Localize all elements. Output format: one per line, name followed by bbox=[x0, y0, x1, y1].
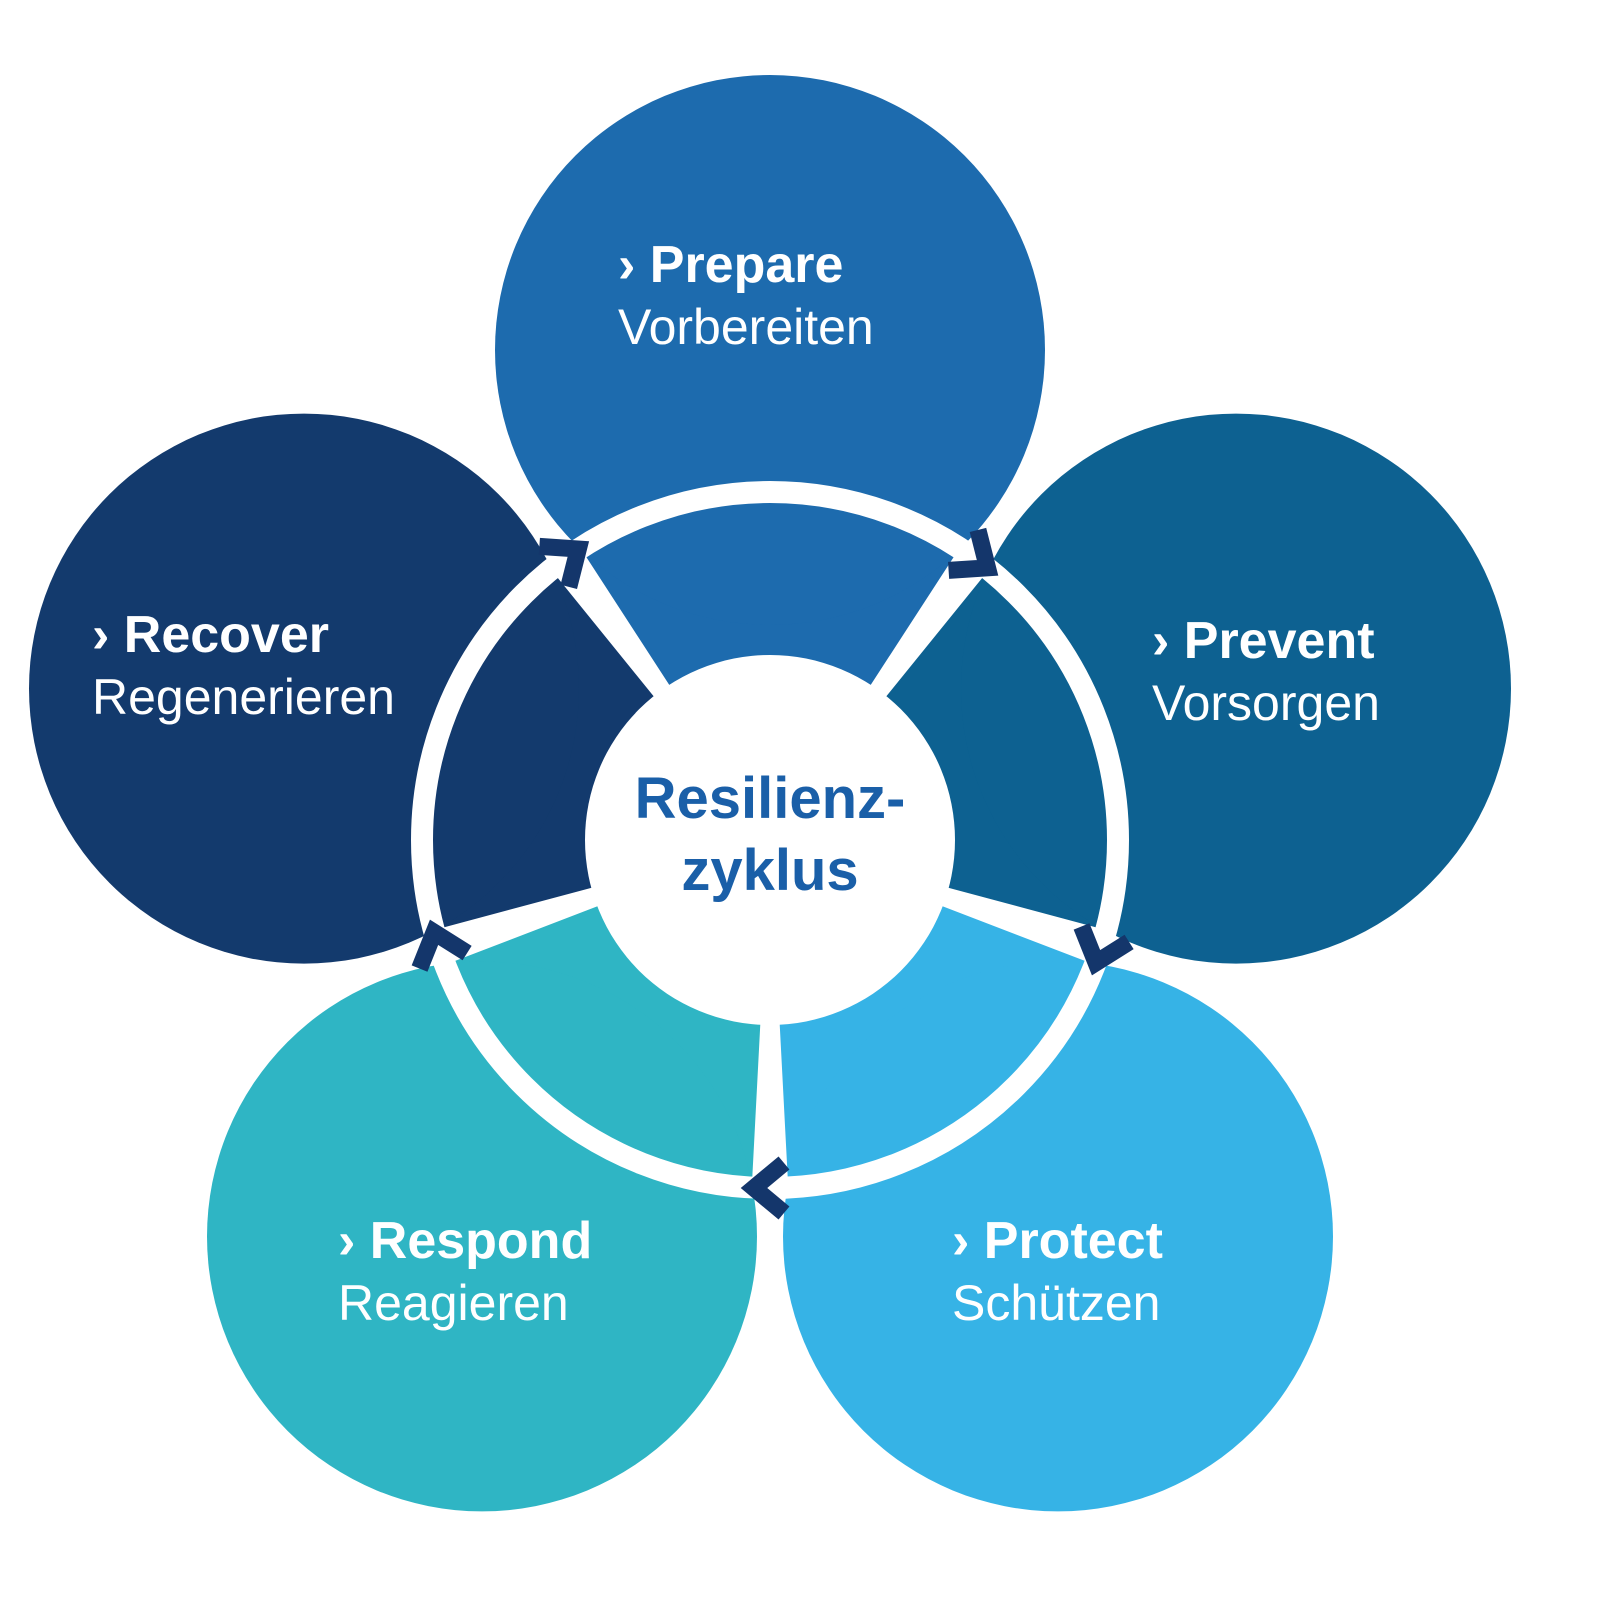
petal-protect-label: › Protect bbox=[952, 1212, 1163, 1270]
petal-recover bbox=[29, 413, 579, 964]
petal-recover-label: › Recover bbox=[92, 606, 329, 664]
petal-prevent-sublabel: Vorsorgen bbox=[1152, 675, 1380, 731]
petal-prevent-label: › Prevent bbox=[1152, 612, 1375, 670]
arrow-prepare-to-prevent-icon bbox=[948, 527, 999, 579]
petal-respond-sublabel: Reagieren bbox=[338, 1275, 569, 1331]
arrow-prevent-to-protect-icon bbox=[1073, 923, 1134, 976]
petal-prepare bbox=[495, 75, 1045, 625]
petal-respond bbox=[207, 961, 757, 1512]
center-title-line1: Resilienz- bbox=[635, 766, 906, 831]
petal-protect-sublabel: Schützen bbox=[952, 1275, 1160, 1331]
petal-prevent bbox=[961, 413, 1511, 964]
arrow-recover-to-prepare-icon bbox=[538, 537, 590, 589]
petal-recover-sublabel: Regenerieren bbox=[92, 669, 395, 725]
petal-protect bbox=[783, 961, 1333, 1512]
petal-prepare-label: › Prepare bbox=[618, 236, 843, 294]
petal-prepare-sublabel: Vorbereiten bbox=[618, 299, 874, 355]
cycle-ring bbox=[411, 481, 1129, 1199]
arrow-respond-to-recover-icon bbox=[411, 919, 472, 972]
arrow-protect-to-respond-icon bbox=[740, 1156, 790, 1220]
center-title-line2: zyklus bbox=[681, 838, 858, 903]
petal-respond-label: › Respond bbox=[338, 1212, 592, 1270]
center-circle bbox=[585, 655, 955, 1025]
